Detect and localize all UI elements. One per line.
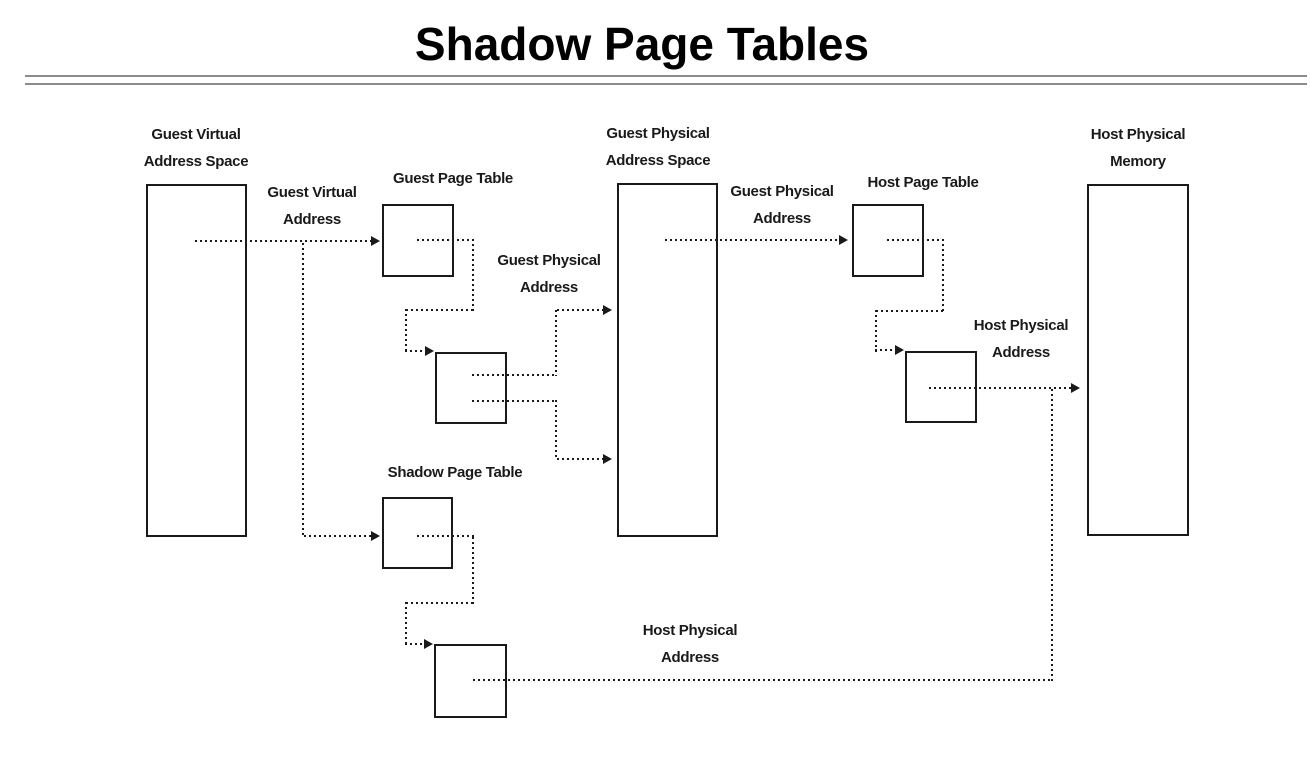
host-page-table-lookup-line-v2: [875, 310, 877, 352]
arrowhead-icon: [371, 236, 380, 246]
guest-physical-address-space-box: [617, 183, 718, 537]
arrowhead-icon: [839, 235, 848, 245]
guest-physical-address-left-edge-label: Guest Physical Address: [497, 252, 601, 296]
shadow-table-lookup-line-v2: [405, 602, 407, 645]
guest-virtual-address-space-box: [146, 184, 247, 537]
arrowhead-icon: [603, 305, 612, 315]
guest-physical-address-upper-line-h: [472, 374, 557, 376]
guest-page-table-lookup-line-h: [417, 239, 474, 241]
host-physical-address-upper-edge-label: Host Physical Address: [973, 317, 1069, 361]
divider-line-top: [25, 75, 1307, 77]
guest-page-table-lookup-line-v: [472, 239, 474, 311]
host-physical-memory-box: [1087, 184, 1189, 536]
host-physical-memory-label: Host Physical Memory: [1090, 126, 1186, 170]
guest-physical-address-space-label: Guest Physical Address Space: [605, 125, 711, 169]
shadow-table-lookup-line-h: [417, 535, 474, 537]
guest-virtual-address-branch-line-v: [302, 243, 304, 536]
arrowhead-icon: [371, 531, 380, 541]
shadow-page-table-entry-line-h: [304, 535, 372, 537]
shadow-page-table-second-level-box: [434, 644, 507, 718]
guest-page-table-second-level-box: [435, 352, 507, 424]
host-page-table-lookup-line-h: [887, 239, 944, 241]
host-second-level-entry-line-h: [875, 349, 896, 351]
host-physical-address-lower-edge-label: Host Physical Address: [642, 622, 738, 666]
guest-virtual-address-line-h: [195, 240, 372, 242]
guest-physical-address-right-edge-label: Guest Physical Address: [730, 183, 834, 227]
guest-physical-address-upper-line-v: [555, 310, 557, 376]
shadow-table-lookup-line-h2: [406, 602, 474, 604]
guest-physical-to-host-line-h: [665, 239, 840, 241]
guest-page-table-lookup-line-v2: [405, 309, 407, 352]
guest-physical-address-lower-line-h: [472, 400, 557, 402]
arrowhead-icon: [603, 454, 612, 464]
shadow-page-table-label: Shadow Page Table: [387, 464, 523, 481]
guest-physical-address-upper-line-h2: [557, 309, 604, 311]
host-page-table-label: Host Page Table: [867, 174, 979, 191]
guest-page-table-label: Guest Page Table: [393, 170, 513, 187]
arrowhead-icon: [1071, 383, 1080, 393]
guest-virtual-address-edge-label: Guest Virtual Address: [267, 184, 357, 228]
guest-second-level-entry-line-h: [405, 350, 426, 352]
host-page-table-lookup-line-h2: [876, 310, 944, 312]
shadow-host-physical-address-line-v: [1051, 389, 1053, 681]
shadow-second-level-entry-line-h: [405, 643, 425, 645]
shadow-host-physical-address-line-h: [473, 679, 1052, 681]
arrowhead-icon: [895, 345, 904, 355]
shadow-table-lookup-line-v: [472, 537, 474, 604]
host-page-table-lookup-line-v: [942, 239, 944, 312]
guest-virtual-address-space-label: Guest Virtual Address Space: [143, 126, 249, 170]
shadow-page-table-box: [382, 497, 453, 569]
host-physical-address-line-h: [929, 387, 1072, 389]
guest-physical-address-lower-line-v: [555, 400, 557, 460]
page-title: Shadow Page Tables: [414, 18, 870, 70]
arrowhead-icon: [425, 346, 434, 356]
guest-page-table-lookup-line-h2: [406, 309, 474, 311]
guest-physical-address-lower-line-h2: [557, 458, 604, 460]
divider-line-bottom: [25, 83, 1307, 85]
arrowhead-icon: [424, 639, 433, 649]
